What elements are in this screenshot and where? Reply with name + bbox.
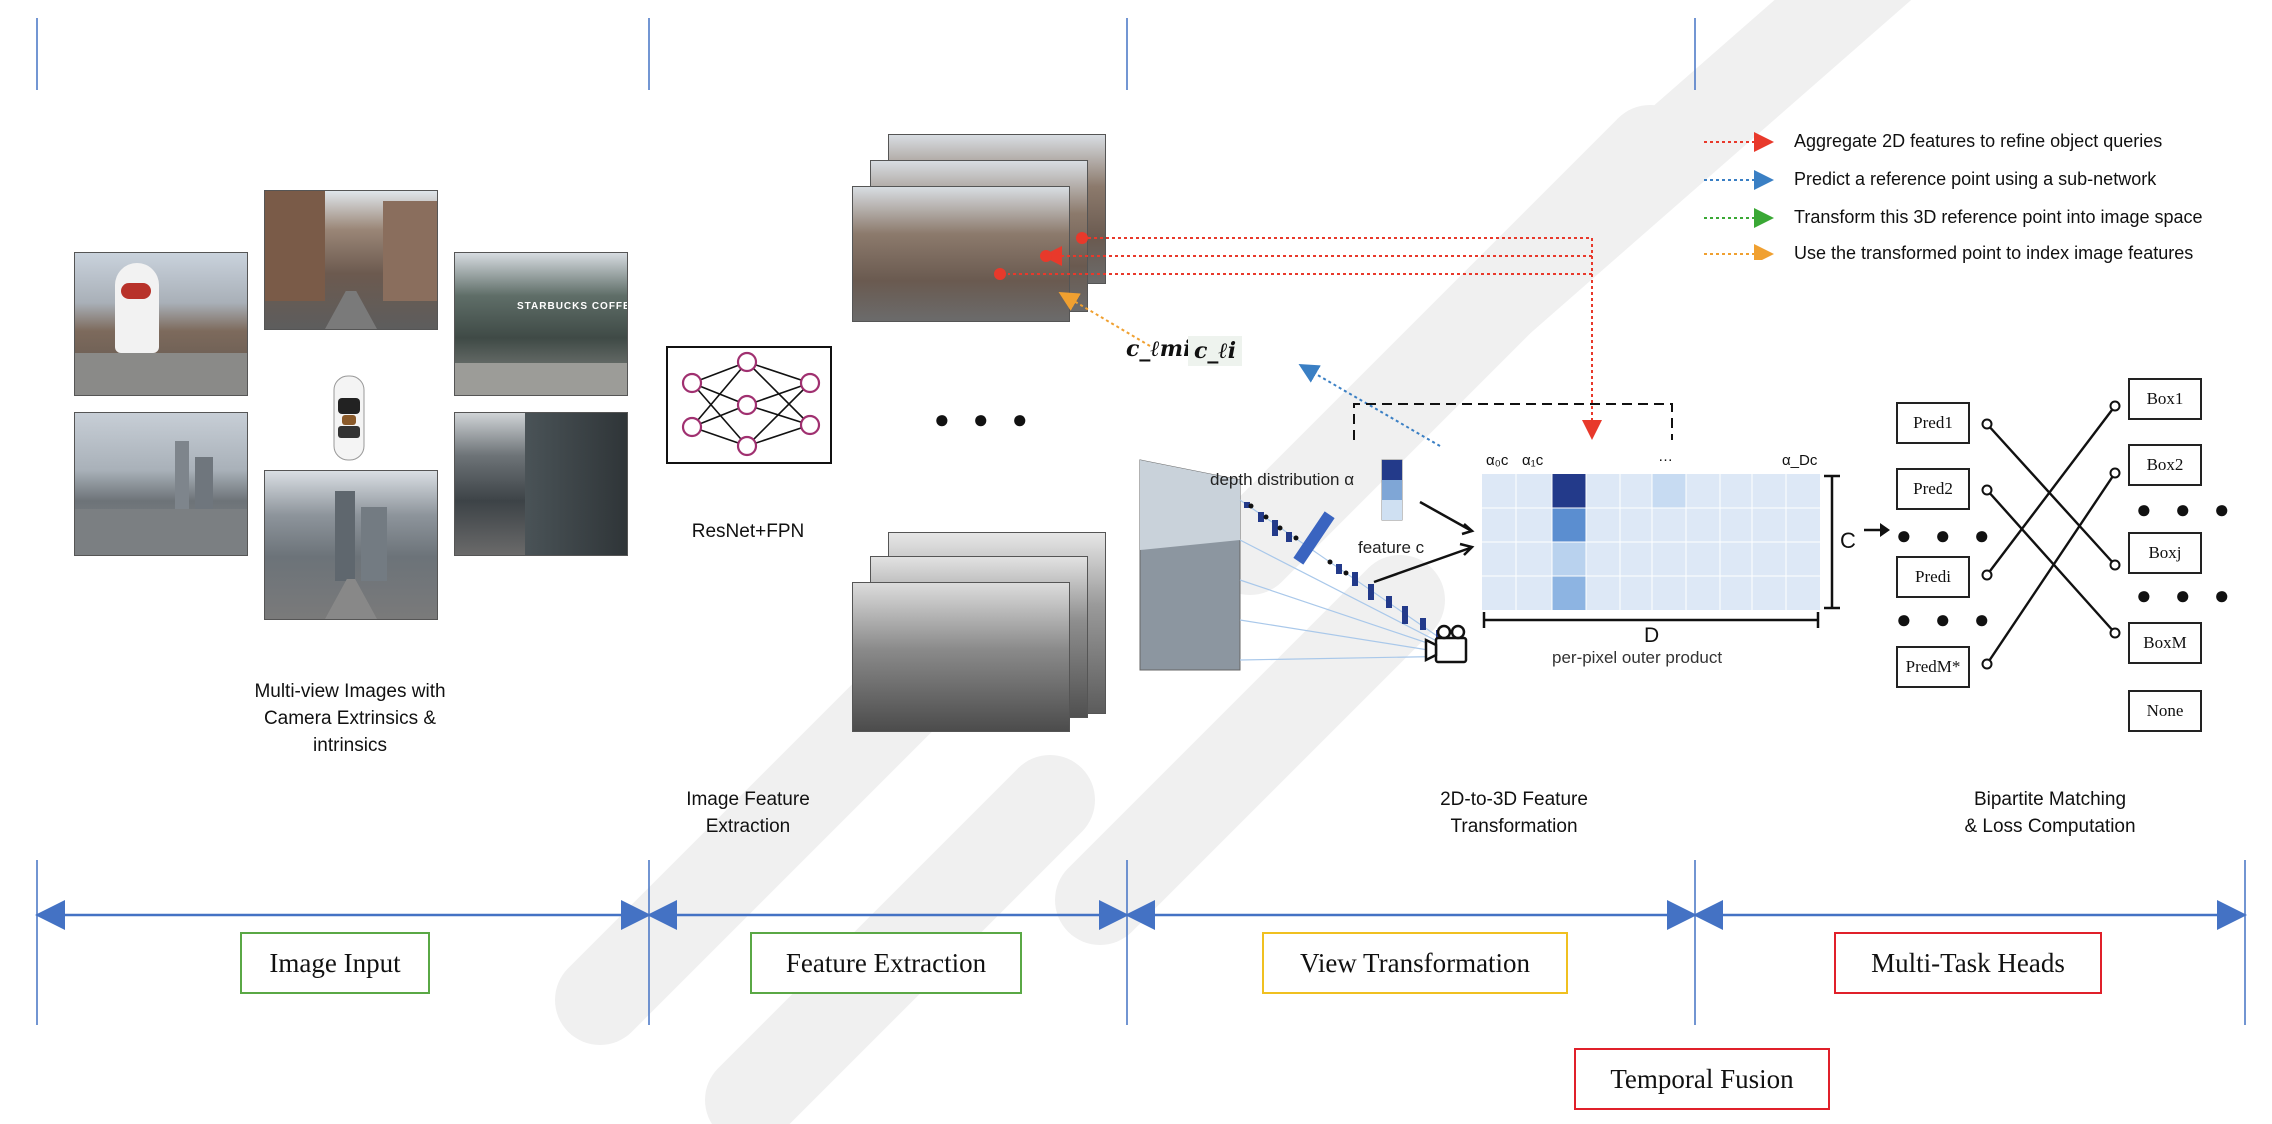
math-c-lmi: c_ℓmi xyxy=(1126,336,1192,362)
depth-lifting-diagram xyxy=(1139,459,1475,671)
pred-box-i: Predi xyxy=(1896,556,1970,598)
camera-back-image xyxy=(264,470,438,620)
pred-box-1: Pred1 xyxy=(1896,402,1970,444)
gt-box-none: None xyxy=(2128,690,2202,732)
starbucks-sign: STARBUCKS COFFEE xyxy=(517,301,628,312)
alpha0c-label: α₀c xyxy=(1486,452,1509,469)
depth-distribution-label: depth distribution α xyxy=(1210,470,1355,489)
gt-box-1: Box1 xyxy=(2128,378,2202,420)
outer-product-grid xyxy=(1482,474,1840,628)
camera-icon xyxy=(1424,624,1468,664)
legend-item-predict: Predict a reference point using a sub-ne… xyxy=(1794,169,2157,189)
box-ellipsis-1: ● ● ● xyxy=(2136,494,2238,524)
ego-car-icon xyxy=(333,375,365,461)
legend-item-transform: Transform this 3D reference point into i… xyxy=(1794,207,2203,227)
camera-front-left-image xyxy=(74,252,248,396)
c-axis-label: C xyxy=(1840,528,1856,553)
transformation-caption: 2D-to-3D Feature Transformation xyxy=(1440,789,1588,837)
grid-to-matching-arrow xyxy=(1864,523,1890,537)
camera-front-right-image: STARBUCKS COFFEE xyxy=(454,252,628,396)
stage-multi-task-heads: Multi-Task Heads xyxy=(1834,932,2102,994)
pred-ellipsis-1: ● ● ● xyxy=(1896,520,1998,550)
stage-temporal-fusion: Temporal Fusion xyxy=(1574,1048,1830,1110)
legend-item-index: Use the transformed point to index image… xyxy=(1794,243,2194,263)
pred-box-2: Pred2 xyxy=(1896,468,1970,510)
box-ellipsis-2: ● ● ● xyxy=(2136,580,2238,610)
gt-box-j: Boxj xyxy=(2128,532,2202,574)
stage-view-transformation: View Transformation xyxy=(1262,932,1568,994)
camera-back-left-image xyxy=(74,412,248,556)
outer-product-label: per-pixel outer product xyxy=(1552,648,1723,667)
pred-box-m: PredM* xyxy=(1896,646,1970,688)
camera-front-image xyxy=(264,190,438,330)
legend-arrows xyxy=(1704,132,1774,260)
alphaDc-label: α_Dc xyxy=(1782,452,1818,469)
stage-feature-extraction: Feature Extraction xyxy=(750,932,1022,994)
feature-extraction-caption: Image Feature Extraction xyxy=(686,789,810,837)
stage-image-input: Image Input xyxy=(240,932,430,994)
backbone-label: ResNet+FPN xyxy=(691,521,805,542)
feature-c-label: feature c xyxy=(1358,538,1425,557)
neural-network-icon xyxy=(666,346,832,464)
camera-back-right-image xyxy=(454,412,628,556)
alpha1c-label: α₁c xyxy=(1522,452,1544,469)
pred-ellipsis-2: ● ● ● xyxy=(1896,604,1998,634)
ellipsis-label: … xyxy=(1658,448,1673,465)
d-axis-label: D xyxy=(1644,624,1660,647)
gt-box-m: BoxM xyxy=(2128,622,2202,664)
stack-ellipsis: ● ● ● xyxy=(934,404,1036,434)
math-c-li: c_ℓi xyxy=(1188,336,1243,366)
legend-item-aggregate: Aggregate 2D features to refine object q… xyxy=(1794,131,2163,151)
matching-caption: Bipartite Matching & Loss Computation xyxy=(1964,789,2136,837)
multiview-caption: Multi-view Images with Camera Extrinsics… xyxy=(254,681,446,756)
gt-box-2: Box2 xyxy=(2128,444,2202,486)
matching-edges xyxy=(1981,400,2121,670)
